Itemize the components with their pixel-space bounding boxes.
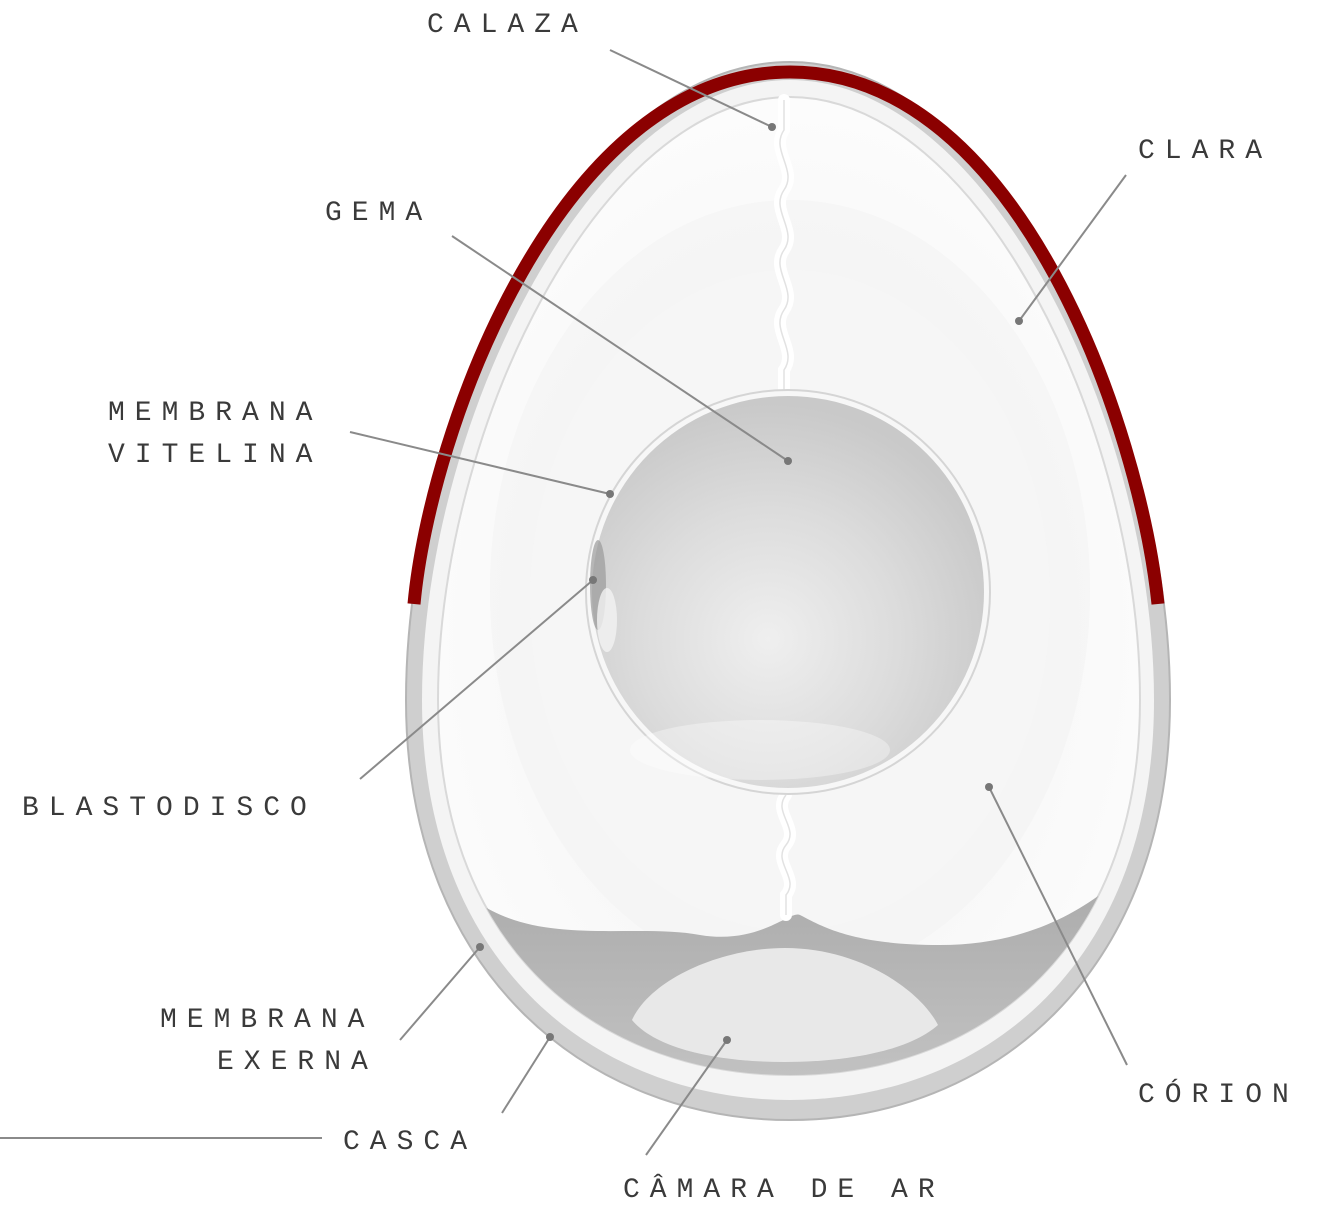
blastodisc-highlight [597,588,617,652]
label-membrana-externa-2: EXERNA [217,1047,378,1078]
label-blastodisco: BLASTODISCO [22,793,317,824]
yolk-highlight [630,720,890,780]
label-corion: CÓRION [1138,1078,1299,1111]
air-cell-inner [632,948,938,1062]
dot-camara-de-ar [723,1036,731,1044]
label-membrana-vitelina-2: VITELINA [108,440,322,471]
labels: CALAZA CLARA GEMA MEMBRANA VITELINA BLAS… [22,10,1299,1206]
label-gema: GEMA [325,198,432,229]
dot-calaza [768,123,776,131]
label-casca: CASCA [343,1127,477,1158]
dot-membrana-externa [476,943,484,951]
chalaza-top-outline [779,100,789,392]
dot-casca [546,1033,554,1041]
shell-accent-arc [407,65,1165,605]
yolk [592,396,984,788]
leader-lines [0,49,1128,1156]
dot-blastodisco [589,576,597,584]
label-membrana-externa-1: MEMBRANA [160,1005,374,1036]
leader-dots [476,123,1023,1044]
label-clara: CLARA [1138,136,1272,167]
label-camara-de-ar: CÂMARA DE AR [623,1174,945,1206]
dot-membrana-vitelina [606,490,614,498]
label-calaza: CALAZA [427,10,588,41]
label-membrana-vitelina-1: MEMBRANA [108,398,322,429]
dot-clara [1015,317,1023,325]
chalaza-bottom-outline [781,794,791,915]
dot-gema [784,457,792,465]
dot-corion [985,783,993,791]
